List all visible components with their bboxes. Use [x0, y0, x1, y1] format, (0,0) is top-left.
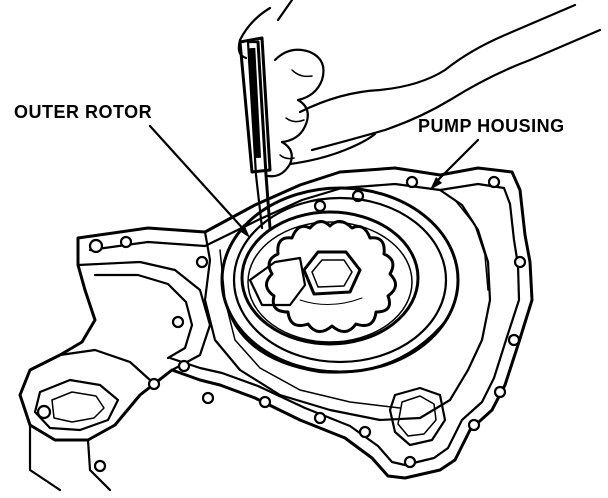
- rotor-chamber: [220, 186, 460, 374]
- pump-housing-label: PUMP HOUSING: [418, 116, 565, 136]
- leader-lines: [148, 124, 480, 238]
- inner-rotor-lobes: [265, 220, 397, 333]
- feeler-gauge-blade: [256, 40, 272, 230]
- outer-rotor-leader: [148, 124, 248, 234]
- outer-rotor: [240, 210, 420, 346]
- outer-rotor-arrowhead: [238, 224, 250, 238]
- outer-rotor-label: OUTER ROTOR: [14, 102, 152, 122]
- hand-with-feeler-gauge: [237, 0, 602, 230]
- bolt-holes: [36, 175, 527, 473]
- pump-housing-arrowhead: [430, 177, 442, 190]
- pump-housing-leader: [432, 138, 480, 186]
